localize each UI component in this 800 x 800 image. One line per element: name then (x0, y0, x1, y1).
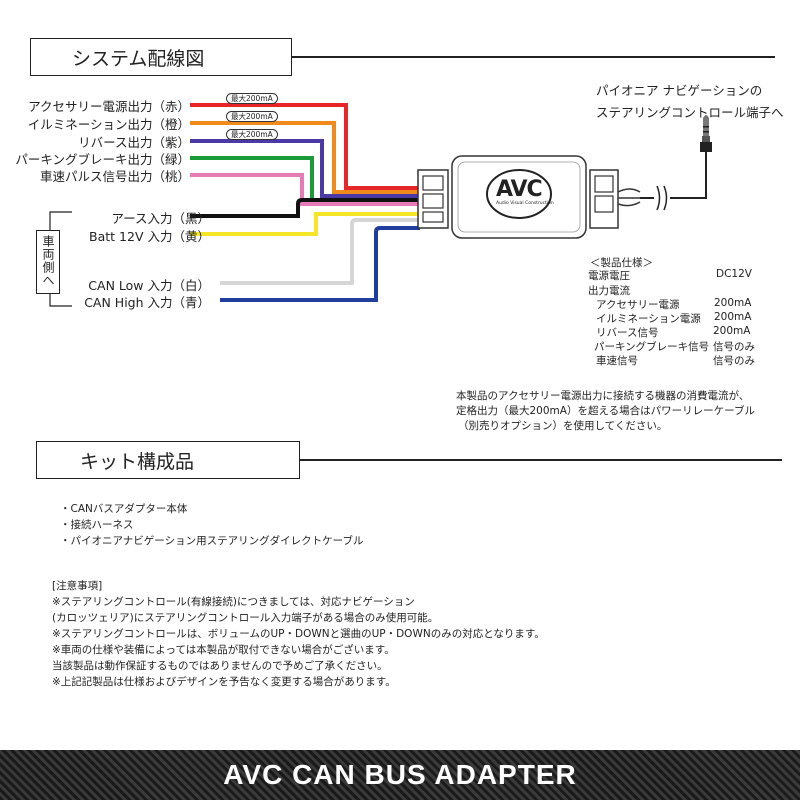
spec-value-speed: 信号のみ (713, 355, 755, 367)
spec-name-current: 出力電流 (588, 285, 630, 297)
spec-name-acc: アクセサリー電源 (596, 299, 680, 311)
kit-item: ・パイオニアナビゲーション用ステアリングダイレクトケーブル (60, 535, 364, 547)
wire-orange (190, 121, 420, 194)
wire-red (190, 103, 420, 190)
spec-name-reverse: リバース信号 (596, 327, 659, 339)
note-line: ※上記記製品は仕様およびデザインを予告なく変更する場合があります。 (52, 676, 396, 688)
wire-blue (220, 226, 420, 302)
wire-label-parking: パーキングブレーキ出力（緑） (15, 152, 190, 167)
wire-yellow (190, 212, 420, 236)
wire-label-can-high: CAN High 入力（青） (84, 295, 210, 310)
avc-adapter-box (451, 155, 587, 239)
max-current-badge-reverse: 最大200mA (226, 129, 278, 140)
wiring-diagram (49, 103, 712, 307)
vehicle-side-box (36, 230, 60, 294)
wire-label-batt: Batt 12V 入力（黄） (89, 229, 210, 244)
wire-label-reverse: リバース出力（紫） (78, 135, 190, 150)
wire-label-speed: 車速パルス信号出力（桃） (39, 169, 190, 184)
spec-name-parking: パーキングブレーキ信号 (594, 341, 710, 353)
footer-banner: AVC CAN BUS ADAPTER (0, 750, 800, 800)
spec-name-speed: 車速信号 (596, 355, 638, 367)
section2-header-box (36, 441, 300, 479)
spec-value-acc: 200mA (714, 297, 752, 309)
wire-white (220, 218, 420, 285)
max-current-badge-illumi: 最大200mA (226, 111, 278, 122)
kit-item: ・接続ハーネス (60, 519, 134, 531)
spec-value-parking: 信号のみ (713, 341, 755, 353)
pioneer-note-line1: パイオニア ナビゲーションの (596, 83, 763, 98)
vehicle-side-label: 車両側へ (41, 235, 55, 287)
spec-value-voltage: DC12V (716, 268, 752, 280)
power-note-line1: 本製品のアクセサリー電源出力に接続する機器の消費電流が、 (456, 390, 750, 402)
section1-title: システム配線図 (72, 48, 205, 70)
spec-value-illumi: 200mA (714, 311, 752, 323)
section2-title: キット構成品 (80, 451, 195, 473)
section2-rule (298, 459, 782, 461)
specs-heading: ＜製品仕様＞ (590, 257, 653, 269)
notes-heading: [注意事項] (52, 580, 103, 592)
wire-label-illumi: イルミネーション出力（橙） (27, 117, 190, 132)
section1-header-box (30, 38, 292, 76)
avc-tagline: Audio Visual Construction (496, 201, 554, 206)
kit-item: ・CANバスアダプター本体 (60, 503, 188, 515)
plug-icon (700, 115, 712, 152)
spec-value-reverse: 200mA (713, 325, 751, 337)
wire-black (190, 198, 420, 218)
wire-label-ground: アース入力（黒） (111, 211, 210, 226)
wire-label-can-low: CAN Low 入力（白） (88, 278, 210, 293)
note-line: ※車両の仕様や装備によっては本製品が取付できない場合がございます。 (52, 644, 395, 656)
note-line: ※ステアリングコントロールは、ボリュームのUP・DOWNと選曲のUP・DOWNの… (52, 628, 545, 640)
footer-title: AVC CAN BUS ADAPTER (223, 759, 577, 790)
section1-rule (290, 56, 775, 58)
pioneer-note-line2: ステアリングコントロール端子へ (596, 105, 784, 120)
max-current-badge-acc: 最大200mA (226, 93, 278, 104)
avc-logo: AVC (496, 177, 543, 202)
left-connector (417, 169, 449, 229)
wire-pink (190, 173, 420, 206)
spec-name-illumi: イルミネーション電源 (596, 313, 701, 325)
wire-purple (190, 139, 420, 198)
power-note-line2: 定格出力（最大200mA）を超える場合はパワーリレーケーブル (456, 405, 756, 417)
note-line: (カロッツェリア)にステアリングコントロール入力端子がある場合のみ使用可能。 (52, 612, 439, 624)
note-line: ※ステアリングコントロール(有線接続)につきましては、対応ナビゲーション (52, 596, 415, 608)
spec-name-voltage: 電源電圧 (588, 270, 630, 282)
steering-cable (640, 150, 707, 211)
power-note-line3: （別売りオプション）を使用してください。 (458, 420, 668, 432)
wire-label-acc: アクセサリー電源出力（赤） (28, 99, 190, 114)
right-connector (589, 169, 641, 229)
note-line: 当該製品は動作保証するものではありませんので予めご了承ください。 (52, 660, 388, 672)
